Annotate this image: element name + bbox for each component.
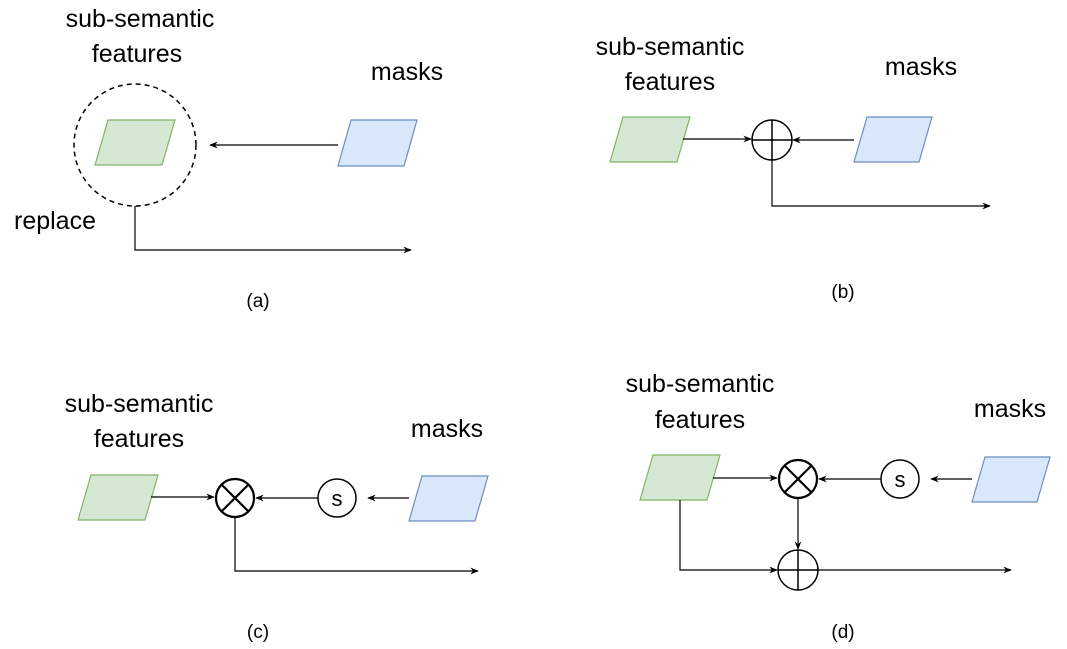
mask-parallelogram bbox=[408, 475, 489, 522]
feature-parallelogram bbox=[94, 119, 176, 166]
circle-times-icon bbox=[214, 477, 256, 519]
output-arrow bbox=[134, 206, 412, 254]
features-label-line1: sub-semantic bbox=[626, 370, 775, 398]
sigmoid-label: s bbox=[332, 486, 343, 511]
masks-label: masks bbox=[974, 395, 1046, 423]
masks-label: masks bbox=[885, 53, 957, 81]
circle-times-icon bbox=[777, 458, 819, 500]
features-label-line2: features bbox=[92, 40, 182, 68]
features-label-line1: sub-semantic bbox=[66, 5, 215, 33]
output-arrow bbox=[234, 517, 479, 575]
circle-plus-icon bbox=[777, 549, 819, 591]
mask-parallelogram bbox=[853, 116, 933, 163]
panel-b: sub-semantic features masks (b) bbox=[596, 33, 991, 303]
skip-connection-arrow bbox=[679, 500, 778, 574]
caption-d: (d) bbox=[831, 622, 854, 643]
panel-c: sub-semantic features masks s (c) bbox=[65, 390, 489, 643]
circle-s-icon: s bbox=[317, 478, 357, 518]
feature-parallelogram bbox=[639, 454, 721, 501]
caption-a: (a) bbox=[246, 291, 269, 312]
sigmoid-label: s bbox=[895, 467, 906, 492]
mask-parallelogram bbox=[971, 456, 1051, 503]
caption-b: (b) bbox=[831, 282, 854, 303]
features-label-line2: features bbox=[94, 425, 184, 453]
circle-plus-icon bbox=[751, 119, 793, 161]
feature-parallelogram bbox=[609, 116, 691, 163]
masks-label: masks bbox=[371, 58, 443, 86]
circle-s-icon: s bbox=[880, 459, 920, 499]
feature-parallelogram bbox=[77, 474, 159, 521]
replace-label: replace bbox=[14, 207, 96, 235]
mask-parallelogram bbox=[337, 119, 418, 167]
output-arrow bbox=[771, 160, 991, 210]
replace-dashed-circle bbox=[73, 83, 197, 207]
features-label-line1: sub-semantic bbox=[65, 390, 214, 418]
features-label-line2: features bbox=[625, 68, 715, 96]
features-label-line2: features bbox=[655, 406, 745, 434]
caption-c: (c) bbox=[247, 622, 269, 643]
panel-a: sub-semantic features masks replace (a) bbox=[14, 5, 443, 312]
features-label-line1: sub-semantic bbox=[596, 33, 745, 61]
masks-label: masks bbox=[411, 415, 483, 443]
panel-d: sub-semantic features masks s (d) bbox=[626, 370, 1051, 643]
